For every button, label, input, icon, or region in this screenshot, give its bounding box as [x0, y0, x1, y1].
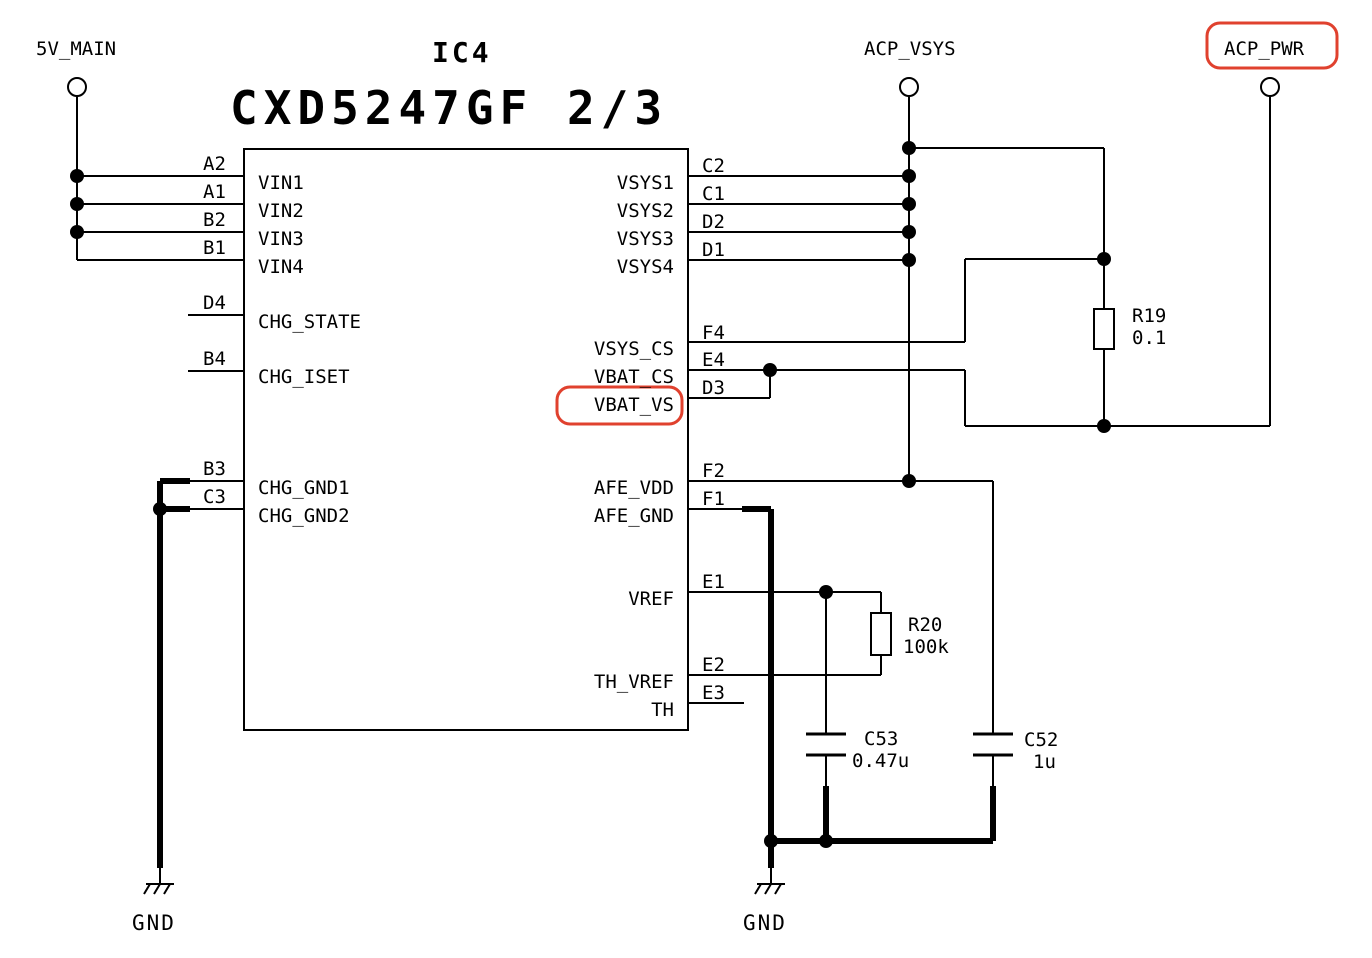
net-gnd-right-wiring	[688, 506, 996, 868]
pin-number-a2: A2	[203, 153, 226, 175]
pin-number-e1: E1	[702, 571, 725, 593]
pin-number-b4: B4	[203, 348, 226, 370]
capacitor-c52-ref: C52	[1024, 729, 1058, 751]
pin-number-d1: D1	[702, 239, 725, 261]
ground-label-left: GND	[132, 911, 176, 935]
pin-name-vref: VREF	[628, 588, 674, 610]
ground-symbol-left	[143, 868, 174, 895]
resistor-r19-value: 0.1	[1132, 327, 1166, 349]
pin-name-vin3: VIN3	[258, 228, 304, 250]
pin-name-chg-gnd2: CHG_GND2	[258, 505, 350, 527]
net-acp-vsys-wiring	[688, 96, 1104, 481]
net-gnd-left-wiring	[153, 478, 244, 868]
capacitor-c53-value: 0.47u	[852, 750, 909, 772]
pin-number-d3: D3	[702, 377, 725, 399]
pin-number-e2: E2	[702, 654, 725, 676]
ground-symbol-right	[754, 868, 785, 895]
ic-part-label: CXD5247GF 2/3	[230, 81, 668, 135]
pin-name-th: TH	[651, 699, 674, 721]
net-5v-main-wiring	[70, 96, 244, 261]
pin-name-afe-vdd: AFE_VDD	[594, 477, 674, 499]
pin-name-chg-state: CHG_STATE	[258, 311, 361, 333]
capacitor-c53-ref: C53	[864, 728, 898, 750]
pin-number-f1: F1	[702, 488, 725, 510]
pin-number-d4: D4	[203, 292, 226, 314]
pin-number-c1: C1	[702, 183, 725, 205]
pin-number-a1: A1	[203, 181, 226, 203]
net-vref-wiring	[688, 585, 882, 734]
highlight-acp-pwr	[1205, 21, 1339, 70]
pin-number-c2: C2	[702, 155, 725, 177]
pin-name-chg-gnd1: CHG_GND1	[258, 477, 350, 499]
net-label-5v-main: 5V_MAIN	[36, 38, 116, 60]
highlight-vbat-vs	[555, 385, 684, 426]
pin-name-vin1: VIN1	[258, 172, 304, 194]
resistor-r19-ref: R19	[1132, 305, 1166, 327]
pin-name-vsys2: VSYS2	[617, 200, 674, 222]
net-afe-vdd-wiring	[688, 474, 994, 734]
ic-ref-label: IC4	[432, 36, 492, 69]
ground-label-right: GND	[743, 911, 787, 935]
pin-number-b2: B2	[203, 209, 226, 231]
resistor-r20-value: 100k	[903, 636, 949, 658]
pin-name-vsys-cs: VSYS_CS	[594, 338, 674, 360]
net-label-acp-pwr: ACP_PWR	[1224, 38, 1305, 60]
ic-body	[243, 148, 689, 731]
pin-name-vbat-vs: VBAT_VS	[594, 394, 674, 416]
pin-name-chg-iset: CHG_ISET	[258, 366, 350, 388]
pin-number-b1: B1	[203, 237, 226, 259]
capacitor-c53	[806, 732, 846, 786]
power-flag-acp-vsys	[899, 77, 919, 97]
resistor-r20	[870, 612, 892, 656]
power-flag-5v-main	[67, 77, 87, 97]
pin-name-vsys4: VSYS4	[617, 256, 674, 278]
pin-name-vbat-cs: VBAT_CS	[594, 366, 674, 388]
pin-name-vsys3: VSYS3	[617, 228, 674, 250]
power-flag-acp-pwr	[1260, 77, 1280, 97]
pin-name-th-vref: TH_VREF	[594, 671, 674, 693]
pin-number-b3: B3	[203, 458, 226, 480]
net-current-sense-wiring	[688, 96, 1271, 433]
pin-number-f4: F4	[702, 322, 725, 344]
pin-name-vsys1: VSYS1	[617, 172, 674, 194]
capacitor-c52	[973, 732, 1013, 786]
pin-name-afe-gnd: AFE_GND	[594, 505, 674, 527]
resistor-r19	[1093, 308, 1115, 350]
pin-name-vin4: VIN4	[258, 256, 304, 278]
net-label-acp-vsys: ACP_VSYS	[864, 38, 956, 60]
pin-number-f2: F2	[702, 460, 725, 482]
pin-number-e4: E4	[702, 349, 725, 371]
pin-number-d2: D2	[702, 211, 725, 233]
capacitor-c52-value: 1u	[1033, 751, 1056, 773]
pin-name-vin2: VIN2	[258, 200, 304, 222]
pin-number-e3: E3	[702, 682, 725, 704]
resistor-r20-ref: R20	[908, 614, 942, 636]
pin-number-c3: C3	[203, 486, 226, 508]
